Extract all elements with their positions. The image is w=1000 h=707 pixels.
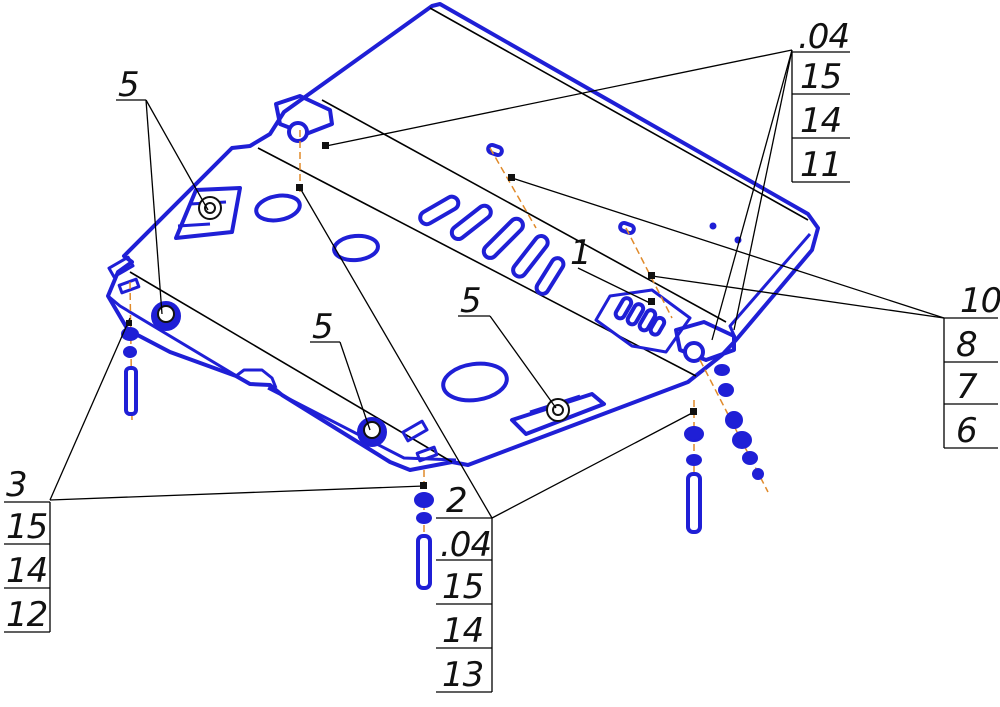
label-plate: 1	[570, 233, 591, 273]
bend-line-rear	[321, 99, 727, 323]
callout-bottom-center-0: 2	[446, 481, 467, 521]
callout-bottom-center-4: 13	[442, 655, 483, 695]
callout-bottom-left-1: 15	[6, 507, 47, 547]
label-mount-top-left: 5	[118, 65, 139, 105]
bracket-front-left	[151, 301, 181, 331]
small-slot-1	[486, 142, 504, 158]
callout-bottom-left-0: 3	[6, 465, 27, 505]
small-slot-2	[618, 220, 636, 236]
bracket-front-center	[357, 417, 387, 447]
oval-hole-3	[441, 361, 509, 403]
bolt-stack-left	[121, 327, 139, 416]
tiny-hole-1	[709, 222, 717, 230]
tab-left-front	[107, 255, 135, 279]
oval-hole-1	[254, 193, 302, 223]
callout-bottom-center-3: 14	[442, 611, 483, 651]
bracket-rear-right	[674, 320, 736, 363]
oval-hole-2	[332, 233, 380, 263]
bolt-stack-center	[414, 492, 434, 590]
label-mount-center: 5	[312, 307, 333, 347]
callout-bottom-left: 3 15 14 12	[4, 465, 51, 635]
skid-plate	[106, 2, 820, 472]
callout-right: 10 8 7 6	[943, 281, 1000, 451]
plate-outline	[106, 2, 820, 472]
callout-bottom-center: 2 .04 15 14 13	[436, 481, 493, 695]
callout-right-3: 6	[956, 411, 977, 451]
callout-top-right-3: 11	[800, 145, 841, 185]
slot-row	[418, 194, 566, 296]
callout-right-2: 7	[956, 367, 978, 407]
bracket-center	[510, 392, 606, 436]
tab-left-front-2	[117, 277, 141, 295]
label-mount-right: 5	[460, 281, 481, 321]
plate-front-flange	[107, 294, 457, 462]
bolt-stack-diagonal	[714, 364, 764, 480]
plate-cutout-front	[235, 368, 278, 389]
bracket-rear-left	[274, 94, 334, 143]
tab-bottom-center-2	[415, 445, 439, 463]
vent-pad	[594, 288, 692, 354]
callout-right-0: 10	[960, 281, 1000, 321]
callout-bottom-center-2: 15	[442, 567, 483, 607]
plate-side-flange	[728, 233, 812, 341]
callout-bottom-left-2: 14	[6, 551, 47, 591]
tab-bottom-center	[401, 419, 429, 443]
bolt-stack-right	[684, 426, 704, 534]
bend-line-upper	[429, 7, 809, 221]
leader-lines	[49, 49, 945, 519]
callout-top-right-0: .04	[798, 17, 849, 57]
callout-top-right-1: 15	[800, 57, 841, 97]
callout-bottom-left-3: 12	[6, 595, 47, 635]
callout-right-1: 8	[956, 325, 977, 365]
callout-bottom-center-1: .04	[440, 525, 491, 565]
bend-line-front	[129, 271, 453, 463]
leader-dots	[126, 142, 697, 489]
callout-top-right-2: 14	[800, 101, 841, 141]
callout-top-right: .04 15 14 11	[791, 17, 850, 185]
